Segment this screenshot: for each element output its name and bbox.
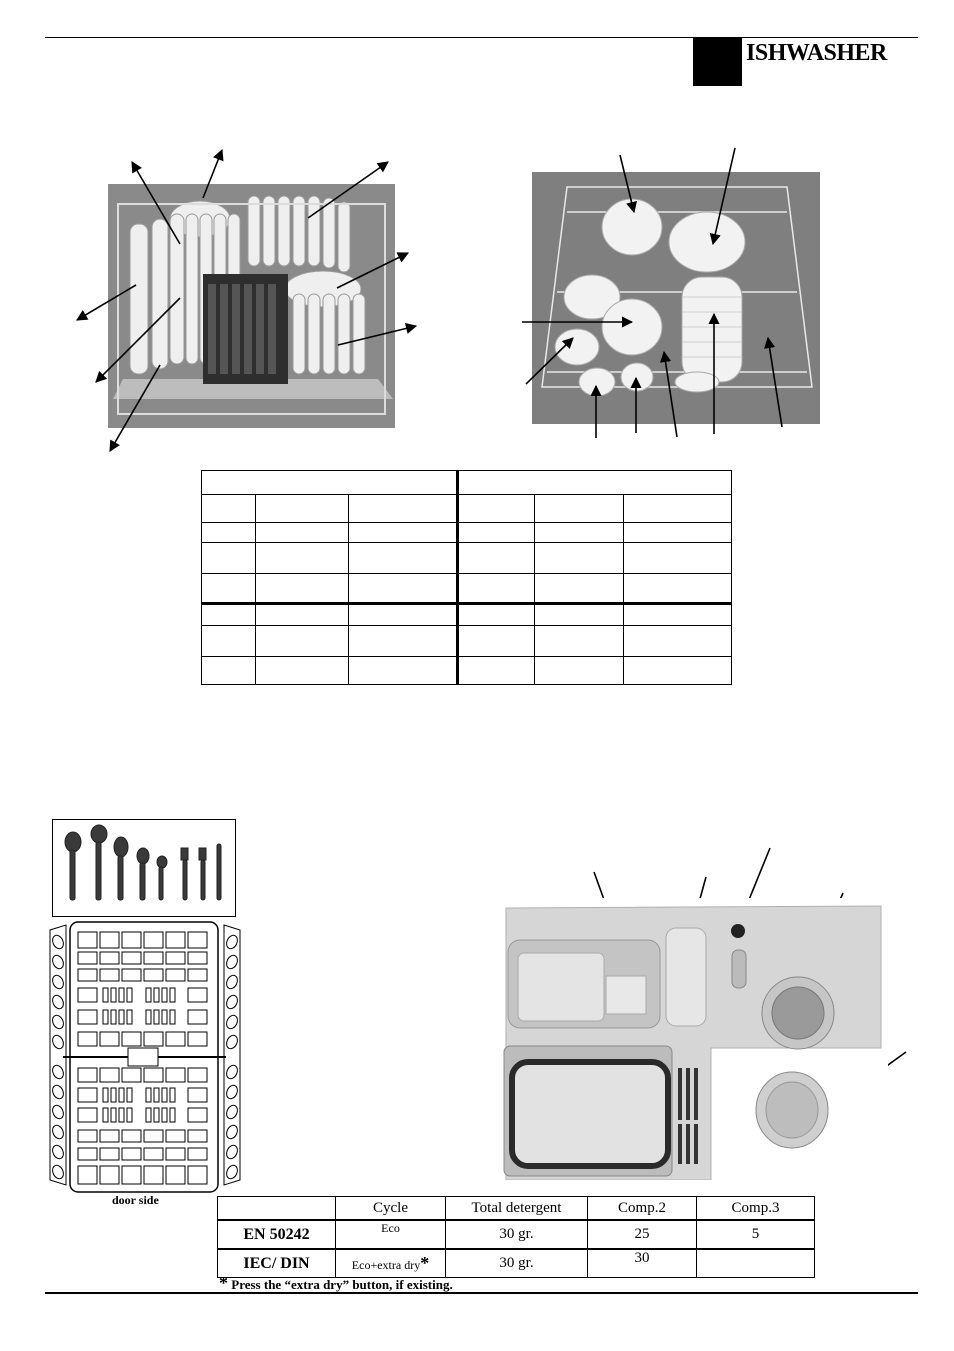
top-rule: [45, 37, 918, 38]
loading-table-cell: [456, 656, 536, 685]
loading-table-cell: [254, 656, 349, 685]
loading-table-cell: [534, 542, 624, 574]
loading-table-cell: [254, 542, 349, 574]
loading-table-cell: [456, 573, 536, 604]
table-row: IEC/ DIN Eco+extra dry* 30 gr. 30: [217, 1248, 815, 1278]
loading-table-cell: [456, 494, 536, 523]
loading-table-cell: [254, 573, 349, 604]
detergent-table-header: Cycle: [335, 1196, 446, 1221]
loading-table-cell: [200, 470, 459, 495]
loading-table-cell: [622, 625, 733, 657]
loading-table-cell: [201, 494, 256, 523]
page-title: ISHWASHER: [746, 40, 887, 66]
loading-table: [200, 470, 733, 685]
loading-table-cell: [622, 494, 733, 523]
footnote-text: Press the “extra dry” button, if existin…: [231, 1277, 453, 1292]
loading-table-cell: [254, 625, 349, 657]
detergent-table-header: Comp.3: [696, 1196, 815, 1221]
loading-table-cell: [254, 494, 349, 523]
standard-cell: EN 50242: [217, 1219, 336, 1250]
comp2-cell: 25: [587, 1219, 697, 1250]
loading-table-cell: [201, 625, 256, 657]
total-detergent-cell: 30 gr.: [445, 1248, 588, 1278]
upper-basket-photo: [532, 172, 820, 424]
dispenser-illustration: [496, 898, 888, 1181]
loading-table-cell: [456, 542, 536, 574]
loading-table-cell: [201, 573, 256, 604]
table-row: EN 50242 Eco 30 gr. 25 5: [217, 1219, 815, 1250]
comp3-cell: [696, 1248, 815, 1278]
total-detergent-cell: 30 gr.: [445, 1219, 588, 1250]
detergent-dispenser-photo: [496, 898, 888, 1181]
loading-table-cell: [254, 602, 349, 626]
detergent-table-header: [217, 1196, 336, 1221]
loading-table-cell: [347, 522, 459, 543]
loading-table-cell: [534, 656, 624, 685]
loading-table-cell: [347, 573, 459, 604]
standard-cell: IEC/ DIN: [217, 1248, 336, 1278]
loading-table-cell: [201, 522, 256, 543]
loading-table-cell: [347, 494, 459, 523]
comp3-cell: 5: [696, 1219, 815, 1250]
loading-table-cell: [201, 542, 256, 574]
lower-basket-illustration: [108, 184, 395, 428]
loading-table-cell: [534, 573, 624, 604]
loading-table-cell: [456, 470, 732, 495]
cutlery-illustration: [64, 824, 222, 901]
loading-table-cell: [347, 625, 459, 657]
loading-table-cell: [201, 602, 256, 626]
cycle-cell: Eco: [335, 1219, 446, 1250]
loading-table-cell: [622, 602, 733, 626]
loading-table-cell: [456, 522, 536, 543]
upper-basket-illustration: [532, 172, 820, 424]
cycle-cell: Eco+extra dry*: [335, 1248, 446, 1278]
bottom-rule: [45, 1292, 918, 1294]
cutlery-basket-diagram: [48, 920, 243, 1195]
loading-table-cell: [534, 602, 624, 626]
loading-table-cell: [347, 602, 459, 626]
loading-table-cell: [622, 542, 733, 574]
door-side-label: door side: [112, 1193, 159, 1207]
loading-table-cell: [622, 573, 733, 604]
loading-table-cell: [534, 494, 624, 523]
footnote: * Press the “extra dry” button, if exist…: [219, 1273, 453, 1294]
lower-basket-photo: [108, 184, 395, 428]
loading-table-cell: [534, 625, 624, 657]
loading-table-cell: [456, 602, 536, 626]
loading-table-cell: [201, 656, 256, 685]
loading-table-cell: [456, 625, 536, 657]
loading-table-cell: [622, 656, 733, 685]
cutlery-basket-illustration: [49, 921, 241, 1193]
cutlery-photo: [52, 819, 236, 917]
loading-table-cell: [534, 522, 624, 543]
comp2-cell: 30: [587, 1248, 697, 1278]
loading-table-cell: [347, 656, 459, 685]
detergent-table-header: Total detergent: [445, 1196, 588, 1221]
cycle-asterisk: *: [420, 1253, 430, 1273]
header-black-block: [693, 38, 742, 86]
loading-table-cell: [347, 542, 459, 574]
footnote-asterisk: *: [219, 1273, 228, 1293]
cycle-text: Eco+extra dry: [351, 1258, 421, 1272]
detergent-table: Cycle Total detergent Comp.2 Comp.3 EN 5…: [217, 1196, 815, 1278]
loading-table-cell: [622, 522, 733, 543]
detergent-table-header: Comp.2: [587, 1196, 697, 1221]
loading-table-cell: [254, 522, 349, 543]
